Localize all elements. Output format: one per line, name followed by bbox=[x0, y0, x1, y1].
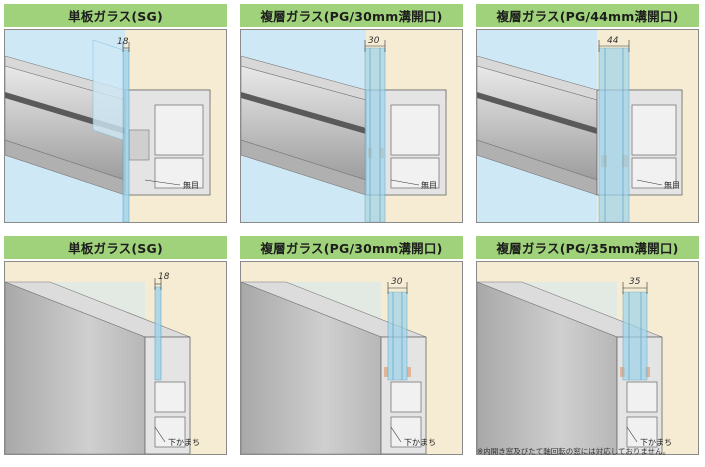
panel-top-pg30: 複層ガラス(PG/30mm溝開口) 30 無目 bbox=[240, 4, 463, 223]
panel-top-pg44: 複層ガラス(PG/44mm溝開口) 44 無目 bbox=[476, 4, 699, 223]
part-label: 無目 bbox=[421, 180, 437, 190]
dimension-label: 30 bbox=[391, 277, 403, 287]
panel-title: 複層ガラス(PG/44mm溝開口) bbox=[476, 4, 699, 27]
dimension-label: 18 bbox=[158, 272, 170, 282]
panel-bottom-pg35: 複層ガラス(PG/35mm溝開口) 35 下かまち bbox=[476, 236, 699, 455]
diagram-frame: 30 下かまち bbox=[240, 261, 463, 455]
dimension-label: 35 bbox=[629, 277, 641, 287]
panel-title: 単板ガラス(SG) bbox=[4, 4, 227, 27]
panel-bottom-pg30: 複層ガラス(PG/30mm溝開口) 30 下かまち bbox=[240, 236, 463, 455]
panel-title: 単板ガラス(SG) bbox=[4, 236, 227, 259]
part-label: 無目 bbox=[664, 180, 680, 190]
bottom-rail-sg-illustration: 18 下かまち bbox=[5, 262, 226, 454]
mullion-pg44-illustration: 44 無目 bbox=[477, 30, 698, 222]
panel-title: 複層ガラス(PG/30mm溝開口) bbox=[240, 4, 463, 27]
dimension-label: 18 bbox=[117, 37, 129, 47]
diagram-frame: 30 無目 bbox=[240, 29, 463, 223]
bottom-rail-pg30-illustration: 30 下かまち bbox=[241, 262, 462, 454]
dimension-label: 30 bbox=[368, 36, 380, 46]
panel-bottom-sg: 単板ガラス(SG) 18 下かまち bbox=[4, 236, 227, 455]
diagram-frame: 18 無目 bbox=[4, 29, 227, 223]
footnote: ※内開き窓及びたて軸回転の窓には対応しておりません。 bbox=[477, 447, 671, 456]
dimension-label: 44 bbox=[607, 36, 619, 46]
panel-title: 複層ガラス(PG/30mm溝開口) bbox=[240, 236, 463, 259]
diagram-frame: 35 下かまち bbox=[476, 261, 699, 455]
bottom-rail-pg35-illustration: 35 下かまち bbox=[477, 262, 698, 454]
diagram-frame: 44 無目 bbox=[476, 29, 699, 223]
part-label: 下かまち bbox=[168, 438, 200, 447]
part-label: 無目 bbox=[183, 180, 199, 190]
panel-top-sg: 単板ガラス(SG) bbox=[4, 4, 227, 223]
part-label: 下かまち bbox=[404, 438, 436, 447]
mullion-pg30-illustration: 30 無目 bbox=[241, 30, 462, 222]
part-label: 下かまち bbox=[640, 438, 672, 447]
mullion-sg-illustration: 18 無目 bbox=[5, 30, 226, 222]
diagram-frame: 18 下かまち bbox=[4, 261, 227, 455]
panel-title: 複層ガラス(PG/35mm溝開口) bbox=[476, 236, 699, 259]
